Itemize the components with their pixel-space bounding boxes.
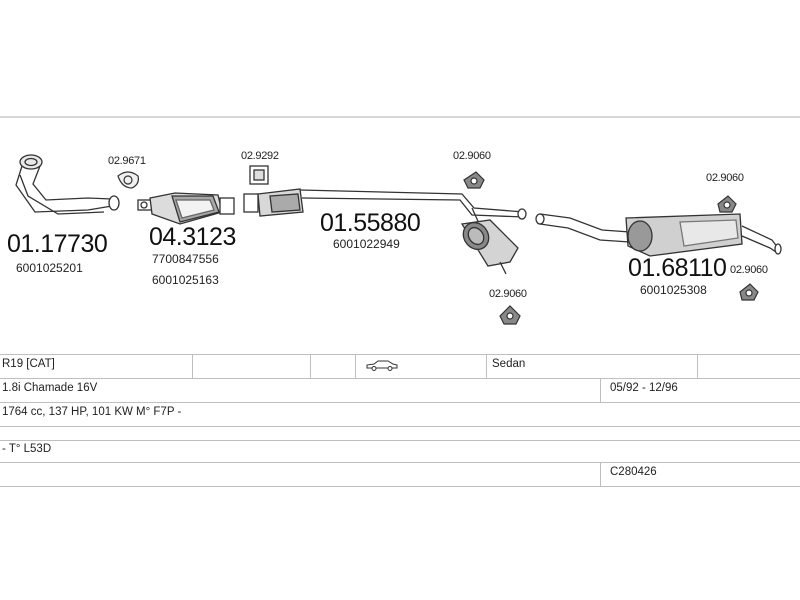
gasket-code: 02.9671 (108, 155, 146, 167)
rear-silencer-code: 01.68110 (628, 254, 727, 282)
catalyst-ref-2: 6001025163 (152, 273, 219, 287)
body-cell: Sedan (492, 358, 526, 370)
mount-code-1: 02.9060 (453, 150, 491, 162)
rear-silencer-ref: 6001025308 (640, 283, 707, 297)
mount-code-3: 02.9060 (706, 172, 744, 184)
mount-part-4 (739, 283, 759, 301)
mid-silencer-part (243, 188, 527, 275)
downpipe-code: 01.17730 (7, 230, 108, 258)
downpipe-part (15, 154, 120, 215)
mount-part-2 (499, 305, 521, 325)
reference-cell: C280426 (610, 466, 657, 478)
sedan-car-icon (366, 360, 398, 371)
specs-cell: 1764 cc, 137 HP, 101 KW M° F7P - (2, 406, 182, 418)
engine-cell: 1.8i Chamade 16V (2, 382, 98, 394)
clamp-part (249, 165, 269, 185)
type-cell: - T° L53D (2, 443, 52, 455)
rear-silencer-part (535, 213, 782, 257)
downpipe-ref: 6001025201 (16, 261, 83, 275)
mount-code-2: 02.9060 (489, 288, 527, 300)
mid-silencer-code: 01.55880 (320, 209, 421, 237)
mount-part-1 (463, 171, 485, 189)
gasket-part (117, 171, 139, 189)
mount-code-4: 02.9060 (730, 264, 768, 276)
dates-cell: 05/92 - 12/96 (610, 382, 678, 394)
catalyst-part (137, 192, 235, 225)
mount-part-3 (717, 195, 737, 213)
model-cell: R19 [CAT] (2, 358, 55, 370)
mid-silencer-ref: 6001022949 (333, 237, 400, 251)
catalyst-code: 04.3123 (149, 223, 236, 251)
clamp-code: 02.9292 (241, 150, 279, 162)
catalyst-ref-1: 7700847556 (152, 252, 219, 266)
